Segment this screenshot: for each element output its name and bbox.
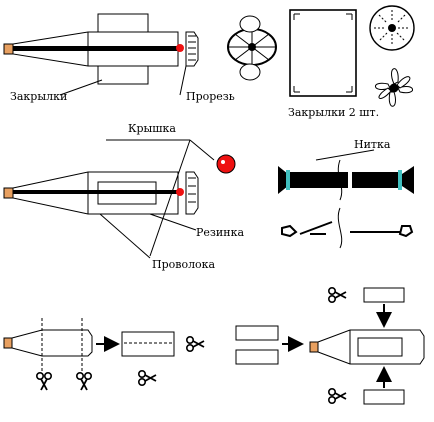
scissors-icon (75, 371, 93, 391)
tied-bar (278, 159, 414, 201)
label-thread: Нитка (354, 138, 391, 151)
scissors-icon (327, 387, 347, 405)
step-3-piece-a (235, 325, 279, 341)
red-knot (176, 44, 184, 52)
nozzle-tip (3, 43, 14, 55)
label-wire: Проволока (152, 258, 216, 271)
flap-bottom-piece (363, 389, 405, 405)
spoked-wheel (227, 15, 277, 81)
wire-hooks (281, 207, 414, 249)
step-4-assembled (309, 329, 425, 365)
rocket-top (3, 13, 199, 85)
label-flaps: Закрылки (10, 90, 67, 103)
scissors-icon (137, 369, 157, 387)
label-cap: Крышка (128, 122, 176, 135)
propeller-side (185, 31, 199, 67)
label-slot: Прорезь (186, 90, 235, 103)
scissors-icon (327, 286, 347, 304)
step-1-bottle (3, 318, 93, 372)
step-2-cylinder (121, 331, 175, 357)
dashed-disc (369, 5, 415, 51)
bottom-flap (97, 65, 149, 85)
label-flaps-2pcs: Закрылки 2 шт. (288, 106, 379, 119)
rocket-axis-bar (13, 46, 183, 51)
rocket-middle (3, 171, 199, 215)
step-3-piece-b (235, 349, 279, 365)
scissors-icon (35, 371, 53, 391)
top-flap (97, 13, 149, 33)
fan-propeller (375, 68, 413, 107)
flap-sheet (289, 9, 357, 97)
cap-bead (216, 154, 236, 174)
label-rubber: Резинка (196, 226, 244, 239)
scissors-icon (185, 335, 205, 353)
flap-top-piece (363, 287, 405, 303)
